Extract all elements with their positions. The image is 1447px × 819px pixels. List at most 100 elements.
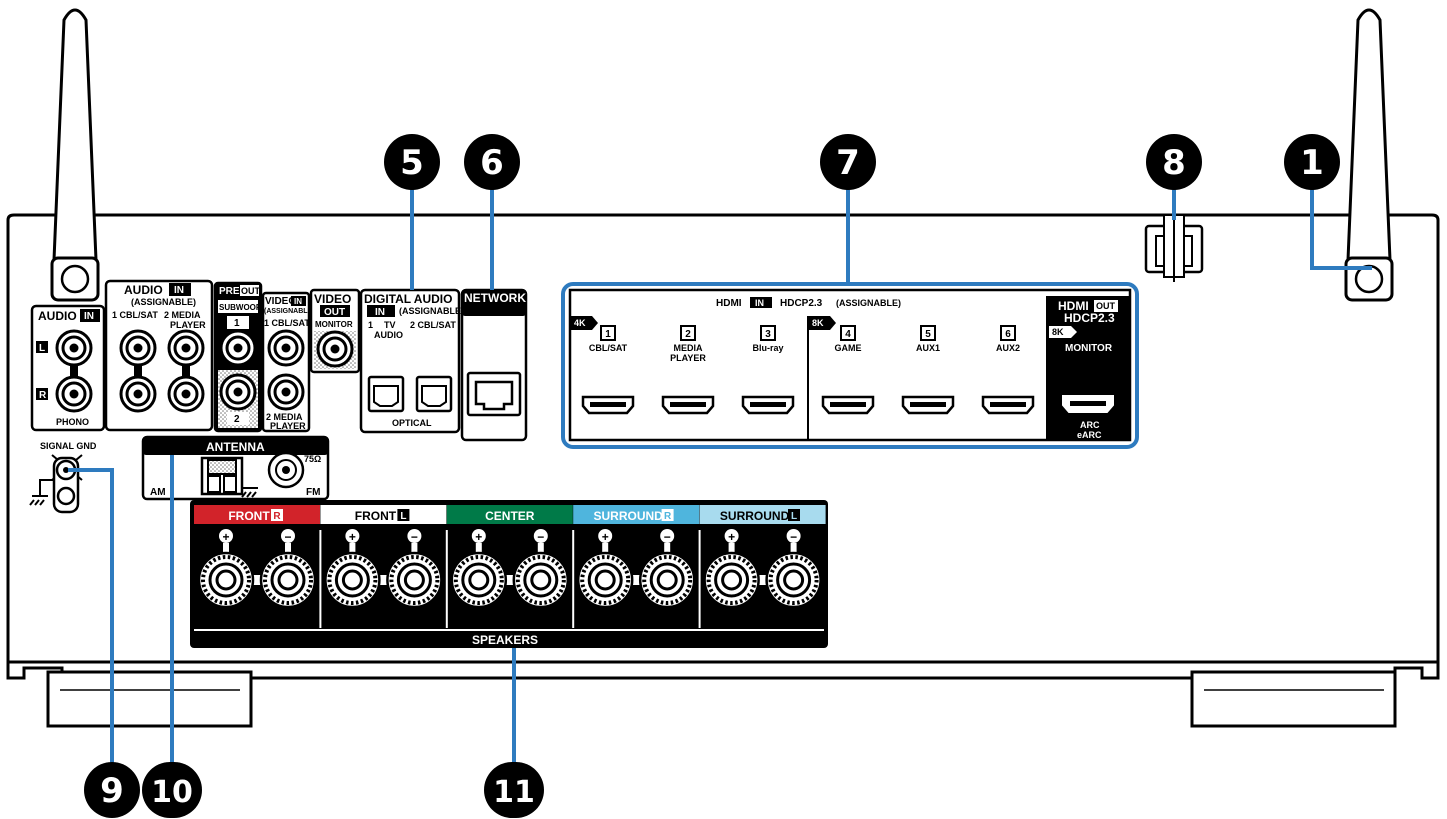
- video-in-2-jack[interactable]: [267, 373, 305, 411]
- audio-in-1-l-jack[interactable]: [119, 329, 157, 367]
- antenna-title: ANTENNA: [206, 440, 265, 454]
- audio-in-title: AUDIO: [38, 309, 77, 323]
- optical-2-jack[interactable]: [415, 375, 453, 413]
- speaker-minus-terminal[interactable]: [764, 551, 823, 609]
- callout-10: 10: [142, 762, 202, 818]
- subwoofer-2-jack[interactable]: [219, 373, 257, 411]
- speaker-plus-terminal[interactable]: [576, 551, 635, 609]
- audio-in-2-l-jack[interactable]: [167, 329, 205, 367]
- callout-7: 7: [820, 134, 876, 190]
- speaker-channel-3: CENTER+−: [445, 505, 573, 628]
- speaker-plus-terminal[interactable]: [702, 551, 761, 609]
- callout-number: 11: [493, 775, 535, 810]
- audio-in-1-r-jack[interactable]: [119, 375, 157, 413]
- hdmi-out-monitor: MONITOR: [1065, 343, 1113, 354]
- am-antenna-terminal[interactable]: [200, 456, 258, 498]
- digital-audio-panel: DIGITAL AUDIO IN (ASSIGNABLE) 1 TV AUDIO…: [359, 288, 464, 434]
- hdmi-input-label-2: PLAYER: [670, 353, 706, 363]
- subwoofer-label: SUBWOOFER: [219, 303, 272, 312]
- speaker-plus-terminal[interactable]: [197, 551, 255, 609]
- hdmi-input-port[interactable]: [581, 395, 635, 415]
- hdmi-out-8k: 8K: [1052, 327, 1064, 337]
- hdmi-out-title: HDMI: [1058, 299, 1089, 313]
- video-in-assign: (ASSIGNABLE): [264, 308, 315, 315]
- speaker-plus-terminal[interactable]: [323, 551, 382, 609]
- fm-antenna-jack[interactable]: [267, 451, 305, 489]
- callout-number: 5: [400, 143, 424, 183]
- speakers-title: SPEAKERS: [472, 633, 538, 647]
- speaker-plus-terminal[interactable]: [449, 551, 508, 609]
- speaker-channel-tag: L: [791, 511, 797, 522]
- hdmi-input-port[interactable]: [661, 395, 715, 415]
- video-out-monitor-jack[interactable]: [316, 330, 354, 368]
- video-out-panel: VIDEO OUT MONITOR: [309, 288, 361, 374]
- hdmi-input-number: 1: [605, 329, 611, 340]
- hdmi-panel: HDMI IN HDCP2.3 (ASSIGNABLE) 4K 8K 1CBL/…: [561, 282, 1139, 449]
- hdmi-earc-label: eARC: [1077, 430, 1102, 440]
- digital-title: DIGITAL AUDIO: [364, 292, 452, 306]
- antenna-right: [1344, 8, 1394, 302]
- hdmi-input-label: MEDIA: [674, 343, 704, 353]
- hdmi-out-tag: OUT: [1096, 301, 1116, 311]
- hdmi-input-label: AUX1: [916, 343, 940, 353]
- hdmi-input-number: 3: [765, 329, 771, 340]
- phono-l-jack[interactable]: [55, 329, 93, 367]
- hdmi-out-monitor-port[interactable]: [1062, 395, 1114, 413]
- hdmi-input-port[interactable]: [821, 395, 875, 415]
- hdmi-input-number: 2: [685, 329, 691, 340]
- video-out-tag: OUT: [324, 307, 345, 318]
- minus-marker: −: [411, 530, 418, 544]
- signal-gnd-label: SIGNAL GND: [40, 441, 97, 451]
- hdmi-input-label: AUX2: [996, 343, 1020, 353]
- video-in-1-jack[interactable]: [267, 329, 305, 367]
- hdmi-input-port[interactable]: [741, 395, 795, 415]
- optical-1-jack[interactable]: [367, 375, 405, 413]
- callout-8: 8: [1146, 134, 1202, 190]
- speaker-channel-tag: R: [273, 511, 281, 522]
- subwoofer-1-jack[interactable]: [219, 329, 257, 367]
- audio-in-tag: IN: [84, 311, 94, 322]
- ethernet-jack[interactable]: [466, 371, 522, 417]
- audio-in-assignable-panel: AUDIO IN (ASSIGNABLE) 1 CBL/SAT 2 MEDIA …: [104, 279, 214, 432]
- minus-marker: −: [284, 530, 291, 544]
- audio-in-2-r-jack[interactable]: [167, 375, 205, 413]
- hdmi-input-label: CBL/SAT: [589, 343, 628, 353]
- audio-in-phono-panel: AUDIO IN L R PHONO: [30, 304, 106, 432]
- video-in-c1: 1 CBL/SAT: [264, 318, 310, 328]
- hdmi-input-port[interactable]: [981, 395, 1035, 415]
- callout-number: 9: [100, 771, 124, 811]
- audio-in2-tag: IN: [174, 285, 184, 296]
- plus-marker: +: [222, 530, 229, 544]
- antenna-left: [50, 8, 100, 302]
- speaker-channel-name: SURROUND: [594, 509, 664, 523]
- speaker-minus-terminal[interactable]: [259, 551, 317, 609]
- network-title: NETWORK: [464, 291, 526, 305]
- hdmi-head-tag: IN: [755, 298, 764, 308]
- digital-c1b: TV: [384, 320, 396, 330]
- sub1-label: 1: [234, 318, 240, 329]
- speaker-minus-terminal[interactable]: [385, 551, 444, 609]
- am-label: AM: [150, 487, 166, 498]
- ohm-label: 75Ω: [304, 454, 321, 464]
- speaker-channel-tag: R: [664, 511, 672, 522]
- speaker-channel-tag: L: [400, 511, 406, 522]
- callout-6: 6: [464, 134, 520, 190]
- speaker-channel-name: FRONT: [228, 509, 270, 523]
- plus-marker: +: [475, 530, 482, 544]
- phono-r-jack[interactable]: [55, 375, 93, 413]
- hdmi-input-port[interactable]: [901, 395, 955, 415]
- hdmi-input-label: GAME: [835, 343, 862, 353]
- hdmi-input-number: 4: [845, 329, 851, 340]
- plus-marker: +: [349, 530, 356, 544]
- speaker-minus-terminal[interactable]: [638, 551, 697, 609]
- callout-11: 11: [484, 762, 544, 818]
- speaker-minus-terminal[interactable]: [511, 551, 570, 609]
